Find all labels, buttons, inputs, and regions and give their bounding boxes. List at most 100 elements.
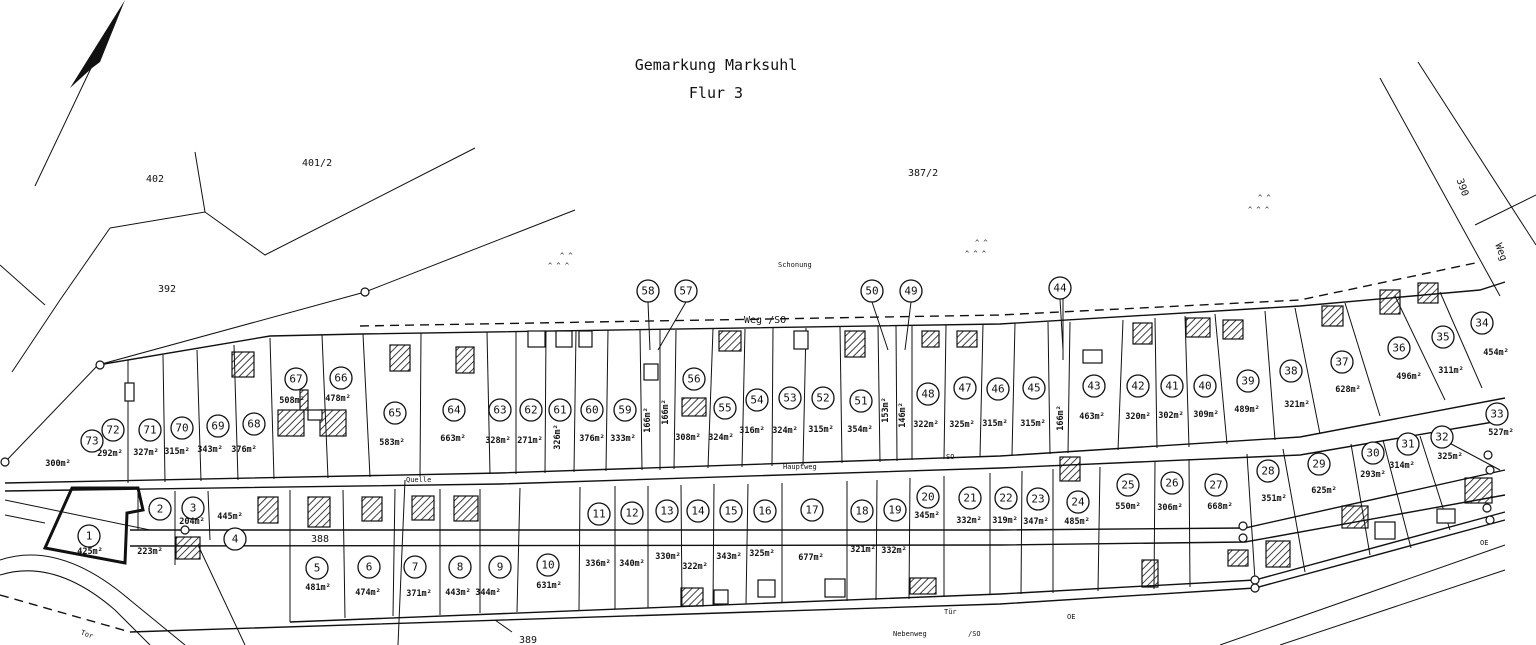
shed [124,382,135,402]
building [1379,289,1401,315]
nebenweg-so-label: /SO [968,630,981,638]
parcel-area: 347m² [1023,517,1049,527]
parcel-number-circle [1082,374,1106,398]
parcel-number: 7 [412,561,419,574]
parcel-area: 328m² [485,436,511,446]
parcel-area: 340m² [619,559,645,569]
parcel-number-circle [587,502,611,526]
parcel-number-circle [580,398,604,422]
parcel-number: 44 [1053,282,1067,295]
parcel-area: 333m² [610,434,636,444]
shed [1082,349,1103,364]
parcel-number: 47 [958,382,971,395]
parcel-boundary [342,489,346,619]
parcel-number-circle [148,497,172,521]
parcel-boundary [1246,453,1256,581]
parcel-number: 15 [724,505,737,518]
building [361,496,383,522]
parcel-area: 322m² [682,562,708,572]
parcel-23[interactable]: 23 347m² [1023,487,1050,527]
parcel-number-circle [1330,350,1354,374]
parcel-390-label: 390 [1454,177,1471,198]
parcel-boundary [639,329,643,471]
parcel-number: 23 [1031,493,1044,506]
parcel-boundary [875,479,878,601]
parcel-number: 46 [991,383,1004,396]
